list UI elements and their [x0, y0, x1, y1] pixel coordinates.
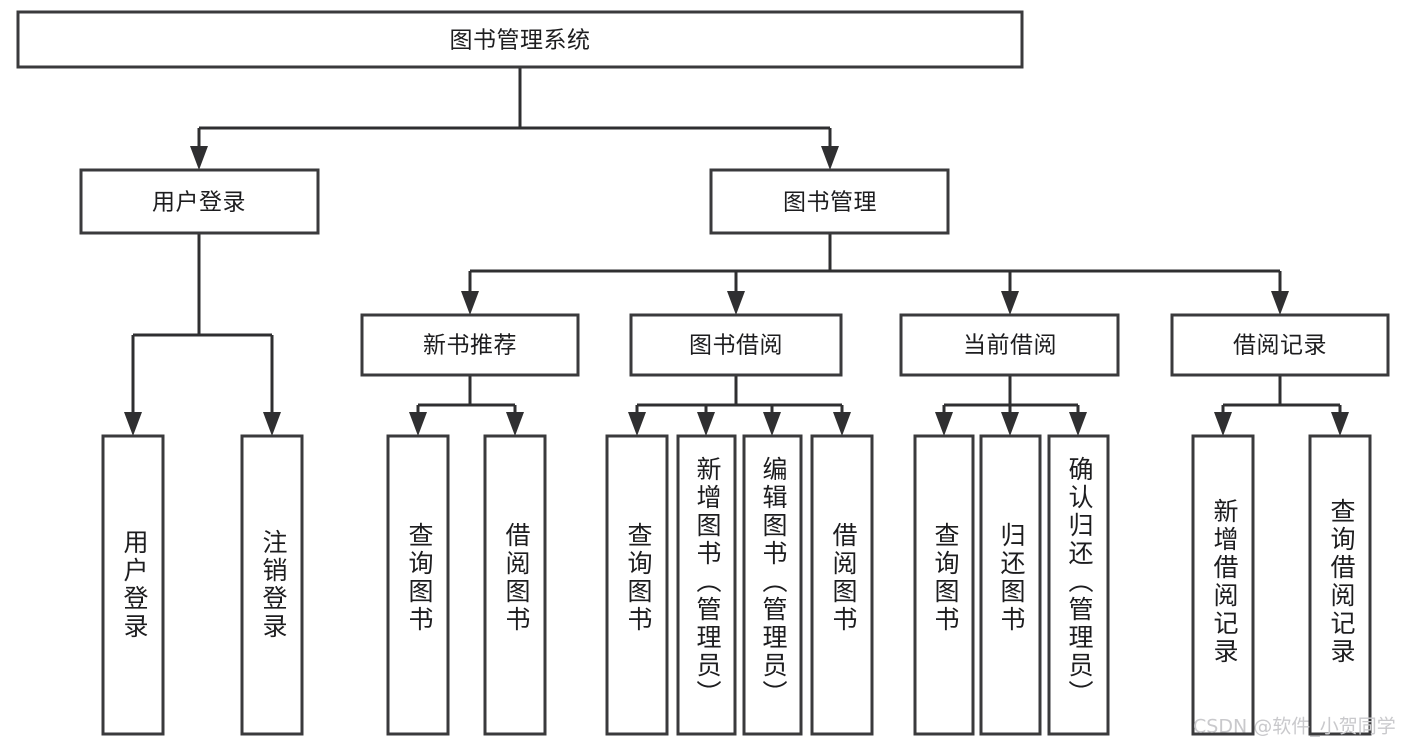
node-leaf-current-return-book-box[interactable]	[979, 434, 1042, 736]
node-leaf-borrow-borrow-book-label: 借阅图书	[829, 522, 858, 634]
node-leaf-user-logout[interactable]: 注销登录	[240, 434, 304, 736]
node-leaf-rec-borrow-book-label: 借阅图书	[502, 522, 531, 634]
arrow-head-leaf-borrow-query-book	[628, 412, 646, 436]
connector-group-book-borrow-to-leaves	[628, 375, 851, 436]
arrow-head-leaf-borrow-add-book	[697, 412, 715, 436]
arrow-head-user-login	[190, 146, 208, 170]
node-root[interactable]: 图书管理系统	[16, 10, 1024, 69]
node-new-book-rec-box[interactable]	[360, 313, 580, 377]
node-book-borrow[interactable]: 图书借阅	[629, 313, 843, 377]
node-leaf-borrow-query-book-box[interactable]	[605, 434, 669, 736]
node-leaf-user-logout-label: 注销登录	[259, 529, 288, 641]
node-leaf-rec-query-book-box[interactable]	[386, 434, 450, 736]
node-leaf-current-confirm-return-label: 确认归还（管理员）	[1065, 456, 1094, 708]
connector-group-book-manage-to-level3	[461, 233, 1289, 315]
arrow-head-leaf-user-logout	[263, 412, 281, 436]
node-book-borrow-label: 图书借阅	[689, 333, 783, 359]
node-leaf-record-add-box[interactable]	[1191, 434, 1255, 736]
arrow-head-new-book-rec	[461, 291, 479, 315]
connector-group-root-to-level2	[190, 67, 839, 170]
node-leaf-borrow-edit-book[interactable]: 编辑图书（管理员）	[742, 434, 803, 736]
node-book-manage-label: 图书管理	[783, 190, 877, 216]
node-user-login[interactable]: 用户登录	[79, 168, 320, 235]
node-current-borrow-box[interactable]	[899, 313, 1120, 377]
node-leaf-user-login-box[interactable]	[101, 434, 165, 736]
node-leaf-current-return-book-label: 归还图书	[997, 522, 1026, 634]
node-leaf-borrow-add-book-box[interactable]	[676, 434, 737, 736]
node-leaf-current-return-book[interactable]: 归还图书	[979, 434, 1042, 736]
node-leaf-rec-borrow-book[interactable]: 借阅图书	[483, 434, 547, 736]
node-leaf-rec-query-book-label: 查询图书	[405, 522, 434, 634]
node-leaf-record-add[interactable]: 新增借阅记录	[1191, 434, 1255, 736]
csdn-watermark: CSDN @软件_小贺同学	[1193, 716, 1396, 738]
node-borrow-record-label: 借阅记录	[1233, 333, 1327, 359]
arrow-head-book-borrow	[727, 291, 745, 315]
node-leaf-user-logout-box[interactable]	[240, 434, 304, 736]
node-current-borrow-label: 当前借阅	[963, 333, 1057, 359]
node-leaf-user-login-label: 用户登录	[120, 529, 149, 641]
node-book-manage[interactable]: 图书管理	[709, 168, 950, 235]
node-leaf-borrow-add-book-label: 新增图书（管理员）	[693, 456, 722, 708]
node-leaf-current-query-book-box[interactable]	[913, 434, 975, 736]
node-leaf-record-query[interactable]: 查询借阅记录	[1308, 434, 1372, 736]
node-leaf-record-query-box[interactable]	[1308, 434, 1372, 736]
node-leaf-current-confirm-return[interactable]: 确认归还（管理员）	[1047, 434, 1110, 736]
arrow-head-current-borrow	[1001, 291, 1019, 315]
node-new-book-rec-label: 新书推荐	[423, 333, 517, 359]
arrow-head-leaf-current-return-book	[1001, 412, 1019, 436]
node-root-box[interactable]	[16, 10, 1024, 69]
node-leaf-borrow-add-book[interactable]: 新增图书（管理员）	[676, 434, 737, 736]
arrow-head-leaf-user-login	[124, 412, 142, 436]
node-leaf-current-confirm-return-box[interactable]	[1047, 434, 1110, 736]
arrow-head-leaf-rec-query-book	[409, 412, 427, 436]
arrow-head-book-manage	[821, 146, 839, 170]
node-leaf-rec-query-book[interactable]: 查询图书	[386, 434, 450, 736]
node-borrow-record[interactable]: 借阅记录	[1170, 313, 1390, 377]
arrow-head-leaf-record-query	[1331, 412, 1349, 436]
node-leaf-borrow-borrow-book[interactable]: 借阅图书	[810, 434, 874, 736]
node-borrow-record-box[interactable]	[1170, 313, 1390, 377]
node-leaf-borrow-borrow-book-box[interactable]	[810, 434, 874, 736]
node-root-label: 图书管理系统	[450, 28, 591, 54]
node-current-borrow[interactable]: 当前借阅	[899, 313, 1120, 377]
node-book-borrow-box[interactable]	[629, 313, 843, 377]
node-leaf-borrow-query-book[interactable]: 查询图书	[605, 434, 669, 736]
arrow-head-leaf-record-add	[1214, 412, 1232, 436]
node-leaf-user-login[interactable]: 用户登录	[101, 434, 165, 736]
node-leaf-borrow-query-book-label: 查询图书	[624, 522, 653, 634]
arrow-head-leaf-current-confirm-return	[1069, 412, 1087, 436]
node-new-book-rec[interactable]: 新书推荐	[360, 313, 580, 377]
connector-group-new-book-rec-to-leaves	[409, 375, 524, 436]
connector-group-borrow-record-to-leaves	[1214, 375, 1349, 436]
arrow-head-leaf-borrow-borrow-book	[833, 412, 851, 436]
node-leaf-current-query-book[interactable]: 查询图书	[913, 434, 975, 736]
node-book-manage-box[interactable]	[709, 168, 950, 235]
node-leaf-record-query-label: 查询借阅记录	[1327, 498, 1356, 666]
node-leaf-rec-borrow-book-box[interactable]	[483, 434, 547, 736]
arrow-head-borrow-record	[1271, 291, 1289, 315]
connector-group-current-borrow-to-leaves	[935, 375, 1087, 436]
node-leaf-record-add-label: 新增借阅记录	[1210, 498, 1239, 666]
arrow-head-leaf-borrow-edit-book	[763, 412, 781, 436]
node-user-login-box[interactable]	[79, 168, 320, 235]
node-leaf-borrow-edit-book-label: 编辑图书（管理员）	[759, 456, 788, 708]
arrow-head-leaf-rec-borrow-book	[506, 412, 524, 436]
connector-group-user-login-to-leaves	[124, 233, 281, 436]
node-leaf-current-query-book-label: 查询图书	[931, 522, 960, 634]
arrow-head-leaf-current-query-book	[935, 412, 953, 436]
node-user-login-label: 用户登录	[152, 190, 246, 216]
node-leaf-borrow-edit-book-box[interactable]	[742, 434, 803, 736]
